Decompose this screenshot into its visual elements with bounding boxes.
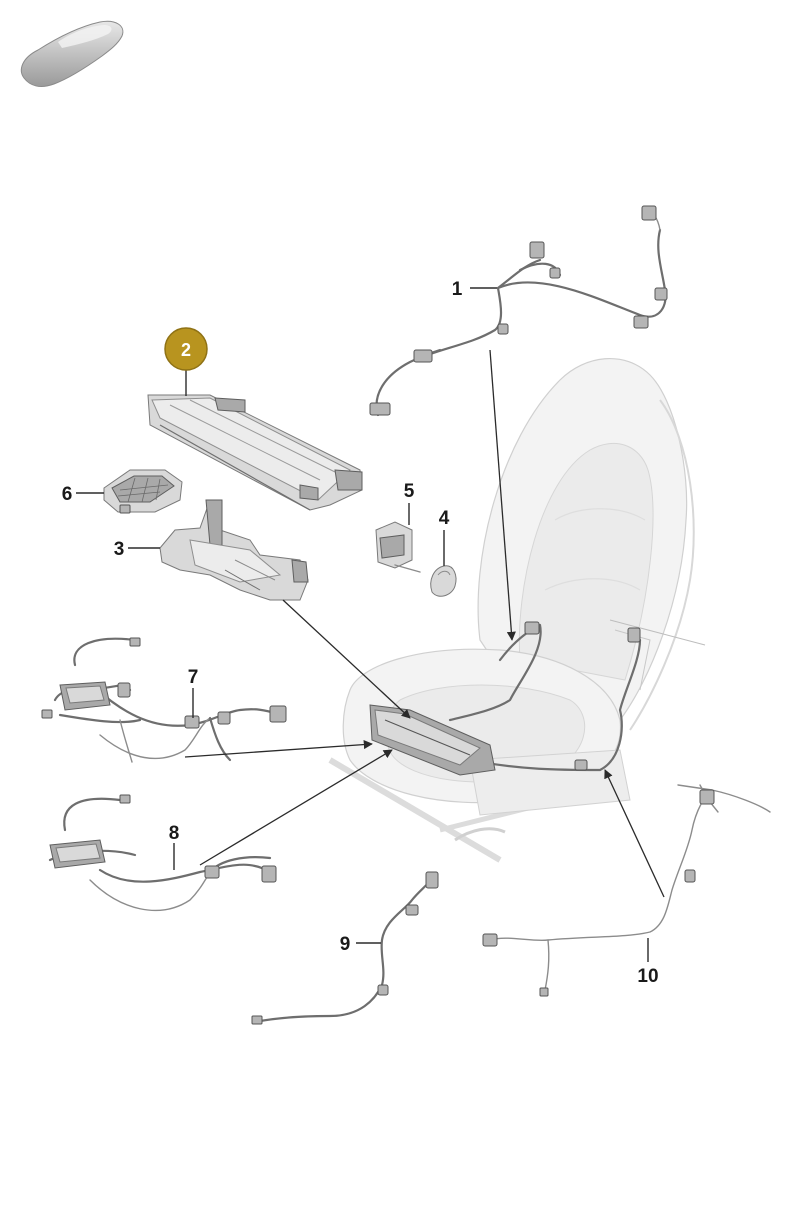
callout-10[interactable]: 10 xyxy=(637,966,658,987)
callout-9[interactable]: 9 xyxy=(340,934,351,955)
callout-label: 6 xyxy=(62,484,73,505)
highlight-badge xyxy=(164,327,208,371)
part-8-harness xyxy=(48,794,277,912)
callout-3[interactable]: 3 xyxy=(114,539,125,560)
callout-2-highlighted[interactable]: 2 xyxy=(164,327,208,371)
callout-label: 4 xyxy=(439,508,450,529)
callout-label: 3 xyxy=(114,539,125,560)
callout-label: 7 xyxy=(188,667,199,688)
part-4-knob xyxy=(430,565,457,597)
callout-1[interactable]: 1 xyxy=(452,279,463,300)
part-6-module xyxy=(103,469,183,514)
assembly-arrows xyxy=(184,349,665,898)
callout-label: 5 xyxy=(404,481,415,502)
callout-leaders xyxy=(76,287,649,962)
part-7-harness xyxy=(41,637,287,763)
callout-label: 8 xyxy=(169,823,180,844)
callout-label: 9 xyxy=(340,934,351,955)
callout-label: 10 xyxy=(637,966,658,987)
callout-4[interactable]: 4 xyxy=(439,508,450,529)
callout-label: 1 xyxy=(452,279,463,300)
callout-5[interactable]: 5 xyxy=(404,481,415,502)
part-2-switch-panel xyxy=(147,394,363,511)
callout-6[interactable]: 6 xyxy=(62,484,73,505)
part-9-cable xyxy=(251,871,439,1025)
seat-illustration xyxy=(328,357,706,863)
part-3-bracket xyxy=(159,499,309,601)
callout-8[interactable]: 8 xyxy=(169,823,180,844)
callout-label: 2 xyxy=(181,340,191,360)
car-silhouette-icon[interactable] xyxy=(20,20,124,87)
callout-7[interactable]: 7 xyxy=(188,667,199,688)
part-10-harness xyxy=(482,784,771,997)
part-1-harness xyxy=(369,205,668,772)
part-5-module xyxy=(375,521,421,573)
